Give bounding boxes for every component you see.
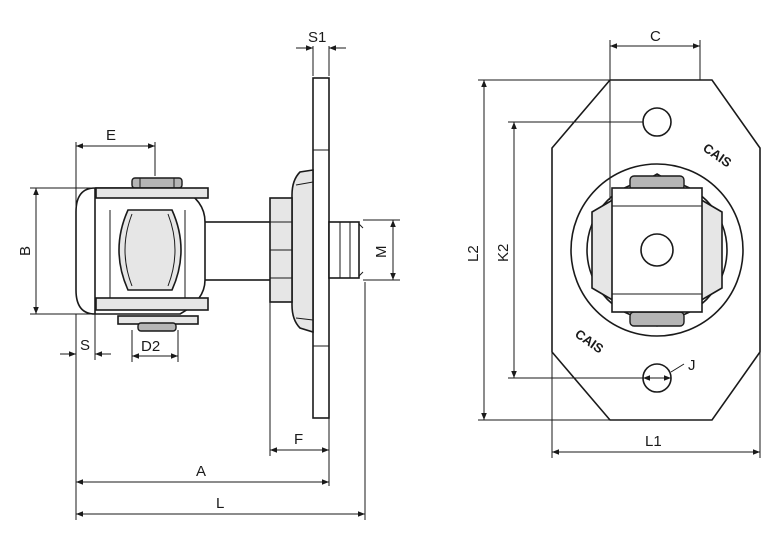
- dim-label-k2: K2: [495, 244, 512, 262]
- dim-label-b: B: [17, 246, 34, 256]
- hex-nut: [269, 197, 293, 303]
- dim-label-e: E: [106, 127, 116, 144]
- mounting-plate: [312, 77, 330, 419]
- dim-label-c: C: [650, 28, 661, 45]
- dim-label-a: A: [196, 463, 206, 480]
- mounting-hole-top: [642, 107, 672, 137]
- front-view: CAIS CAIS: [551, 79, 761, 421]
- dim-label-s: S: [80, 337, 90, 354]
- dim-label-m: M: [373, 246, 390, 259]
- dim-label-s1: S1: [308, 29, 326, 46]
- side-view: [75, 77, 364, 419]
- hinge-body: [75, 187, 206, 315]
- bottom-washer: [95, 297, 209, 332]
- center-bore: [640, 233, 674, 267]
- dim-label-j: J: [688, 357, 696, 374]
- front-dimensions: C L2 K2 J L1: [465, 28, 761, 458]
- dim-label-l: L: [216, 495, 224, 512]
- dim-label-d2: D2: [141, 338, 160, 355]
- dim-label-l1: L1: [645, 433, 662, 450]
- side-dimensions: S1 E B M S D2 F A: [17, 29, 400, 520]
- top-cap: [95, 177, 209, 199]
- collar: [291, 169, 314, 334]
- threaded-stud: [201, 221, 364, 281]
- front-bottom-cap: [629, 311, 685, 327]
- dim-label-l2: L2: [465, 245, 482, 262]
- dim-label-f: F: [294, 431, 303, 448]
